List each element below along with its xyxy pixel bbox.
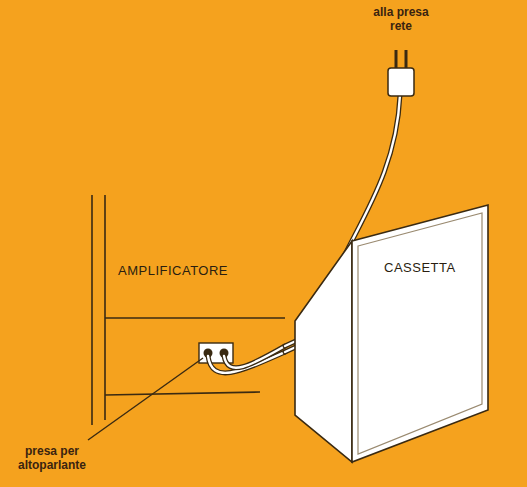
leader-line bbox=[88, 358, 203, 440]
amplifier-box: AMPLIFICATORE bbox=[105, 195, 285, 420]
speaker-cable bbox=[208, 346, 285, 373]
speaker-socket bbox=[199, 343, 233, 363]
callout-label: presa per altoparlante bbox=[4, 445, 100, 473]
node-label: AMPLIFICATORE bbox=[118, 263, 228, 278]
mains-plug bbox=[388, 50, 414, 96]
cabinet-shape bbox=[292, 203, 490, 465]
node-label: CASSETTA bbox=[384, 260, 456, 275]
callout-label: alla presa rete bbox=[361, 6, 441, 34]
amplifier-outline bbox=[92, 195, 285, 425]
speaker-cabinet: CASSETTA bbox=[292, 203, 490, 465]
